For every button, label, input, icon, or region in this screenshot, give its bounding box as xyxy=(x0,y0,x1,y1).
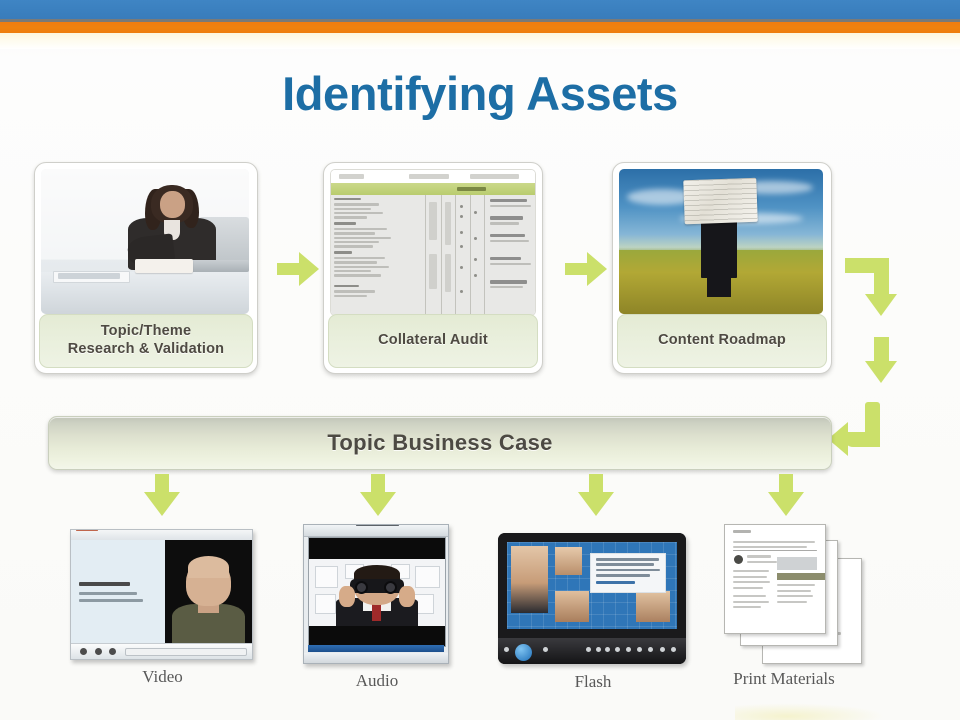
topic-business-case-bar[interactable]: Topic Business Case xyxy=(48,416,832,470)
banner-orange-stripe xyxy=(0,22,960,33)
topic-business-case-label: Topic Business Case xyxy=(327,430,553,455)
output-item-print-materials[interactable]: Print Materials xyxy=(716,522,891,688)
arrow-to-video xyxy=(144,474,180,516)
output-caption: Flash xyxy=(574,672,612,691)
banner-cream-fade xyxy=(0,33,960,49)
arrow-to-flash xyxy=(578,474,614,516)
output-caption: Audio xyxy=(355,671,399,690)
spreadsheet-audit-screenshot xyxy=(330,169,536,316)
arrow-card3-loop-down xyxy=(845,258,911,322)
arrow-loop-middle xyxy=(865,337,909,389)
process-card-label: Content Roadmap xyxy=(617,314,827,368)
arrow-card1-to-card2 xyxy=(277,252,319,286)
man-with-map-in-field-photo xyxy=(619,169,823,314)
output-item-audio[interactable]: Audio xyxy=(303,524,451,690)
process-card-label: Collateral Audit xyxy=(328,314,538,368)
process-card-label: Topic/Theme Research & Validation xyxy=(39,314,253,368)
businesswoman-at-desk-photo xyxy=(41,169,249,314)
video-player-thumbnail[interactable] xyxy=(70,529,253,660)
card-label-line-1: Content Roadmap xyxy=(658,332,786,349)
flash-player-thumbnail[interactable] xyxy=(498,533,686,664)
card-label-line-2: Research & Validation xyxy=(67,341,225,357)
output-caption: Video xyxy=(142,667,183,686)
output-caption: Print Materials xyxy=(733,669,835,688)
process-card-content-roadmap[interactable]: Content Roadmap xyxy=(612,162,832,374)
banner-gray-divider xyxy=(0,19,960,22)
card-label-line-1: Topic/Theme xyxy=(100,323,192,340)
print-page-front xyxy=(724,524,826,634)
card-label-line-1: Collateral Audit xyxy=(378,332,488,349)
arrow-to-audio xyxy=(360,474,396,516)
print-documents-thumbnail[interactable] xyxy=(716,522,888,664)
output-item-flash[interactable]: Flash xyxy=(498,533,688,691)
process-card-topic-theme[interactable]: Topic/Theme Research & Validation xyxy=(34,162,258,374)
windows-media-player-thumbnail[interactable] xyxy=(303,524,449,664)
process-card-collateral-audit[interactable]: Collateral Audit xyxy=(323,162,543,374)
arrow-loop-to-business-case xyxy=(828,402,898,466)
background-glow xyxy=(735,703,885,720)
arrow-card2-to-card3 xyxy=(565,252,607,286)
output-item-video[interactable]: Video xyxy=(70,529,255,689)
page-title: Identifying Assets xyxy=(282,67,678,120)
arrow-to-print-materials xyxy=(768,474,804,516)
banner-blue-stripe xyxy=(0,0,960,19)
